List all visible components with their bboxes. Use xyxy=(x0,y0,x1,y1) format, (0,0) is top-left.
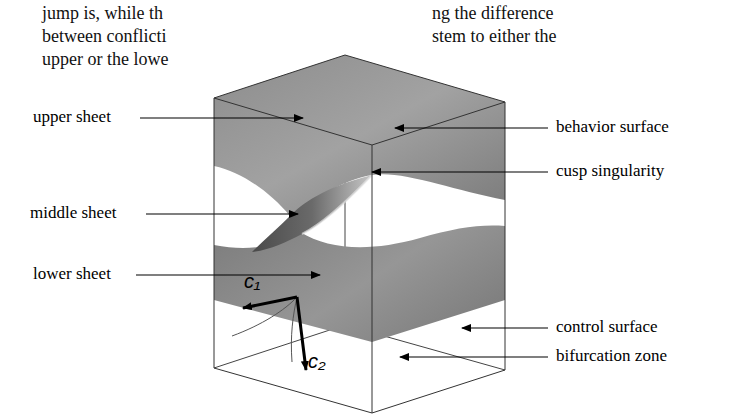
body-text-fragment: upper or the lowe xyxy=(42,50,168,70)
surface-label: control surface xyxy=(556,318,657,337)
zone-label: bifurcation zone xyxy=(556,347,667,366)
body-text-fragment: ng the difference xyxy=(432,4,554,24)
control-axis-label: c₁ xyxy=(244,270,260,292)
body-text-fragment: between conflicti xyxy=(42,27,166,47)
sheet-label: lower sheet xyxy=(33,265,111,284)
sheet-label: upper sheet xyxy=(33,108,111,127)
control-axis-label: c₂ xyxy=(308,350,326,372)
sheet-label: middle sheet xyxy=(30,204,116,223)
body-text-fragment: jump is, while th xyxy=(42,4,163,24)
body-text-fragment: stem to either the xyxy=(432,27,556,47)
surface-label: behavior surface xyxy=(556,118,669,137)
cusp-label: cusp singularity xyxy=(556,162,664,181)
